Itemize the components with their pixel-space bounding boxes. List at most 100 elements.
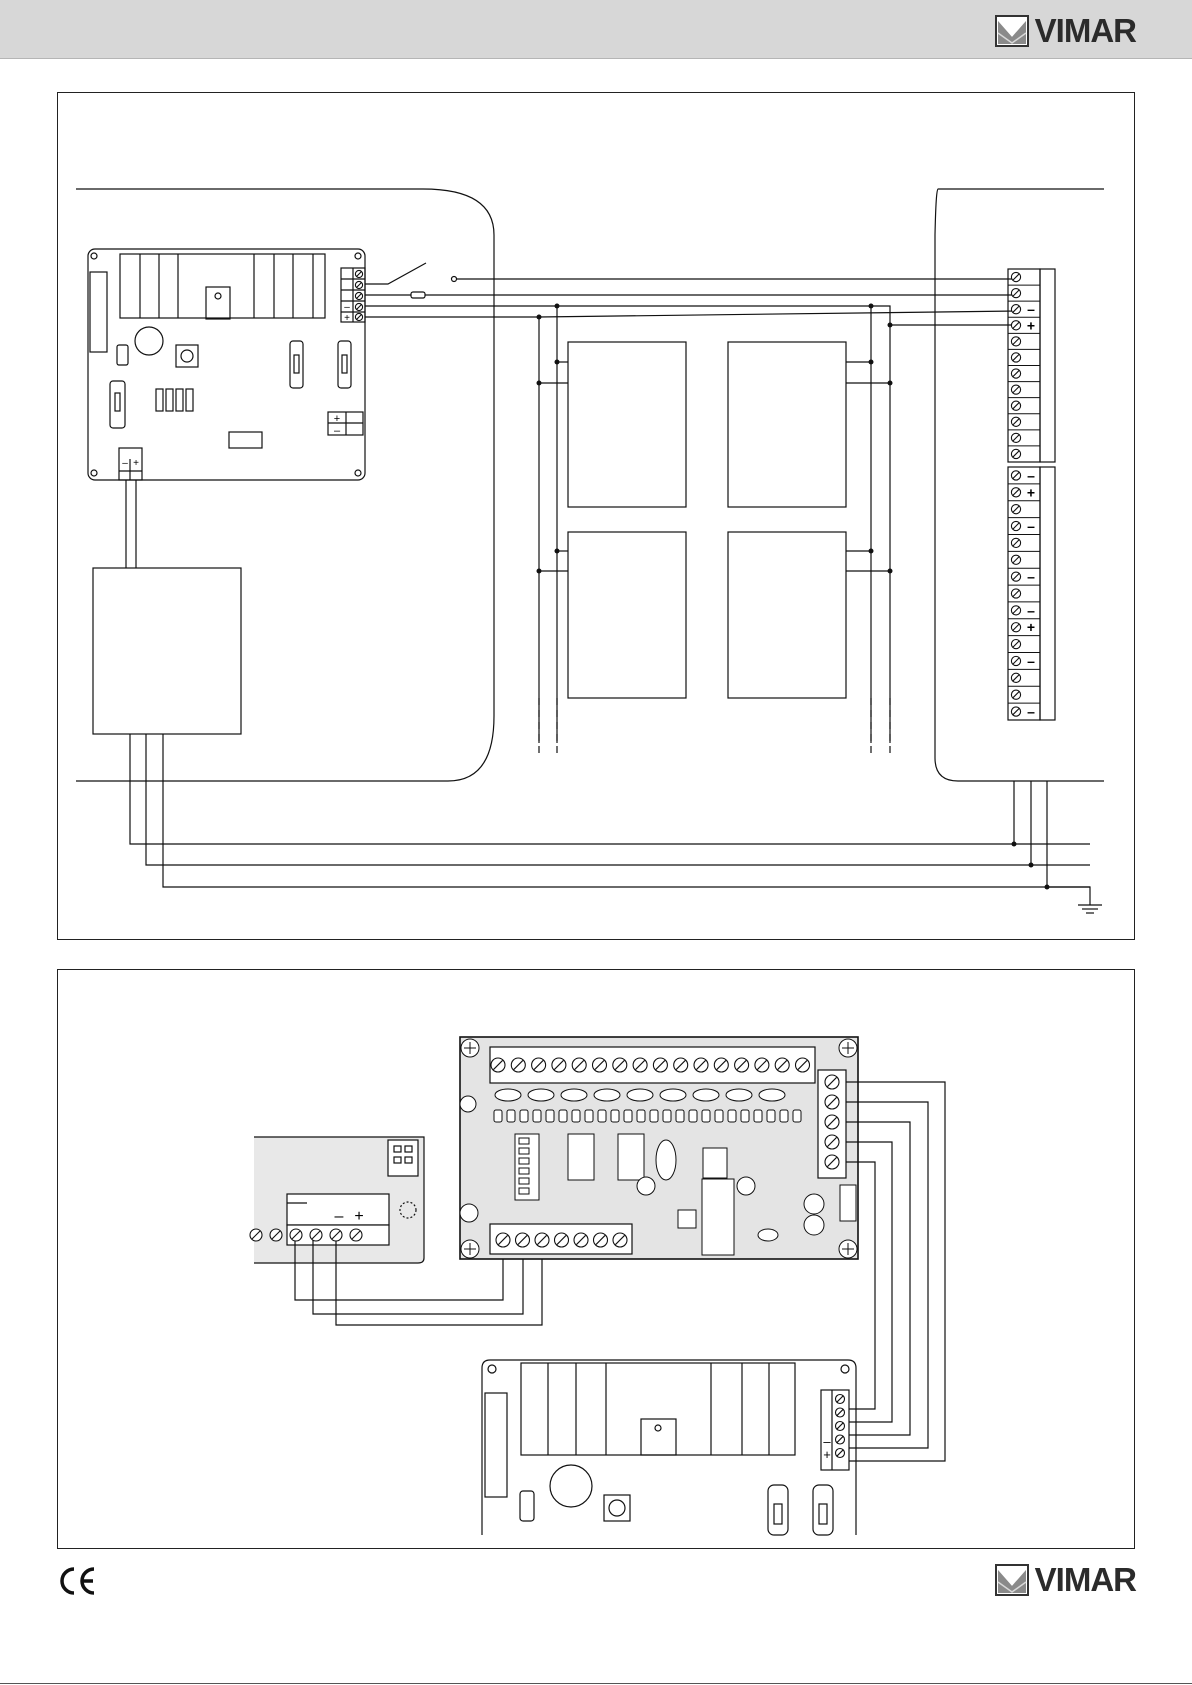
terminal-screw-icon (1011, 606, 1020, 615)
wiring-diagram-top: –+ –+–––+–– –+–++– (57, 92, 1135, 940)
terminal-screw-icon (1011, 417, 1020, 426)
supply-terminal-minus: – (122, 458, 128, 469)
terminal-screw-icon (355, 313, 362, 320)
wiring-diagram-top-drawing: –+ –+–––+–– –+–++– (58, 93, 1134, 939)
device-terminal-screw-icon (290, 1229, 302, 1241)
aux-terminal-plus: + (334, 413, 340, 425)
terminal-screw-icon (1011, 289, 1020, 298)
header-logo: VIMAR (995, 14, 1136, 47)
terminal-screw-icon (1011, 401, 1020, 410)
mounting-screw-icon (839, 1039, 857, 1057)
mounting-screw-icon (461, 1240, 479, 1258)
terminal-block-1: –+ (1008, 269, 1040, 459)
terminal-label: – (1027, 569, 1035, 585)
wiring-diagram-bottom: – + – + (57, 969, 1135, 1549)
terminal-screw-icon (1011, 272, 1020, 281)
terminal-screw-icon (355, 303, 362, 310)
device-terminal-screw-icon (310, 1229, 322, 1241)
ce-mark-icon (56, 1565, 98, 1597)
left-terminal-plus: + (354, 1208, 363, 1225)
vimar-logo-icon (995, 15, 1029, 47)
pcb-terminal-screw-icon (572, 1058, 586, 1072)
mounting-screw-icon (461, 1039, 479, 1057)
terminal-screw-icon (1011, 337, 1020, 346)
footer-logo: VIMAR (995, 1563, 1136, 1596)
pcb-terminal-screw-icon (496, 1233, 510, 1247)
terminal-screw-icon (1011, 555, 1020, 564)
pcb-terminal-screw-icon (613, 1233, 627, 1247)
board-terminal-screw-icon (836, 1449, 845, 1458)
brand-name: VIMAR (1035, 1563, 1136, 1596)
terminal-screw-icon (355, 292, 362, 299)
terminal-screw-icon (355, 281, 362, 288)
terminal-screw-icon (1011, 385, 1020, 394)
pcb-terminal-screw-icon (825, 1155, 839, 1169)
terminal-label: – (1027, 467, 1035, 483)
terminal-screw-icon (1011, 353, 1020, 362)
terminal-screw-icon (1011, 589, 1020, 598)
terminal-screw-icon (1011, 640, 1020, 649)
terminal-screw-icon (1011, 433, 1020, 442)
board-terminal-minus: – (344, 302, 350, 313)
pcb-terminal-screw-icon (825, 1095, 839, 1109)
pcb-terminal-screw-icon (694, 1058, 708, 1072)
board-terminal-screws: –+–++– (122, 270, 362, 469)
pcb-terminal-screw-icon (735, 1058, 749, 1072)
device-terminal-screw-icon (330, 1229, 342, 1241)
pcb-terminal-screw-icon (674, 1058, 688, 1072)
terminal-label: – (1027, 301, 1035, 317)
pcb-terminal-screw-icon (714, 1058, 728, 1072)
pcb-terminal-screw-icon (511, 1058, 525, 1072)
board-terminal-plus: + (344, 313, 350, 324)
pcb-terminal-screw-icon (574, 1233, 588, 1247)
pcb-terminal-screw-icon (593, 1058, 607, 1072)
device-terminal-screw-icon (270, 1229, 282, 1241)
terminal-screw-icon (1011, 673, 1020, 682)
pcb-terminal-screw-icon (633, 1058, 647, 1072)
terminal-screw-icon (1011, 369, 1020, 378)
pcb-terminal-screw-icon (825, 1135, 839, 1149)
board-terminal-screw-icon (836, 1422, 845, 1431)
terminal-label: – (1027, 653, 1035, 669)
lower-terminal-plus: + (823, 1447, 831, 1462)
terminal-screw-icon (1011, 538, 1020, 547)
pcb-terminal-screw-icon (825, 1075, 839, 1089)
aux-terminal-minus: – (334, 425, 341, 437)
board-terminal-screw-icon (836, 1395, 845, 1404)
board-terminal-screw-icon (836, 1435, 845, 1444)
supply-terminal-plus: + (133, 458, 139, 469)
mounting-screw-icon (839, 1240, 857, 1258)
terminal-label: + (1027, 317, 1035, 333)
board-terminal-screw-icon (836, 1408, 845, 1417)
pcb-terminal-screw-icon (653, 1058, 667, 1072)
device-terminal-screw-icon (350, 1229, 362, 1241)
terminal-block-2: –+–––+–– (1008, 467, 1040, 720)
pcb-terminal-screw-icon (594, 1233, 608, 1247)
pcb-terminal-screw-icon (552, 1058, 566, 1072)
terminal-screw-icon (1011, 449, 1020, 458)
terminal-screw-icon (1011, 505, 1020, 514)
terminal-screw-icon (1011, 572, 1020, 581)
terminal-label: + (1027, 619, 1035, 635)
left-terminal-minus: – (335, 1208, 344, 1225)
terminal-screw-icon (355, 270, 362, 277)
terminal-screw-icon (1011, 321, 1020, 330)
terminal-screw-icon (1011, 488, 1020, 497)
pcb-terminal-screw-icon (755, 1058, 769, 1072)
brand-name: VIMAR (1035, 14, 1136, 47)
terminal-screw-icon (1011, 656, 1020, 665)
terminal-screw-icon (1011, 690, 1020, 699)
pcb-terminal-screw-icon (796, 1058, 810, 1072)
terminal-screw-icon (1011, 623, 1020, 632)
footer-rule (0, 1683, 1192, 1684)
terminal-screw-icon (1011, 707, 1020, 716)
pcb-terminal-screw-icon (535, 1233, 549, 1247)
pcb-terminal-screw-icon (532, 1058, 546, 1072)
pcb-terminal-screw-icon (555, 1233, 569, 1247)
device-terminal-screw-icon (250, 1229, 262, 1241)
pcb-terminal-screw-icon (516, 1233, 530, 1247)
terminal-screw-icon (1011, 305, 1020, 314)
terminal-label: – (1027, 518, 1035, 534)
vimar-logo-icon (995, 1564, 1029, 1596)
pcb-terminal-screw-icon (775, 1058, 789, 1072)
